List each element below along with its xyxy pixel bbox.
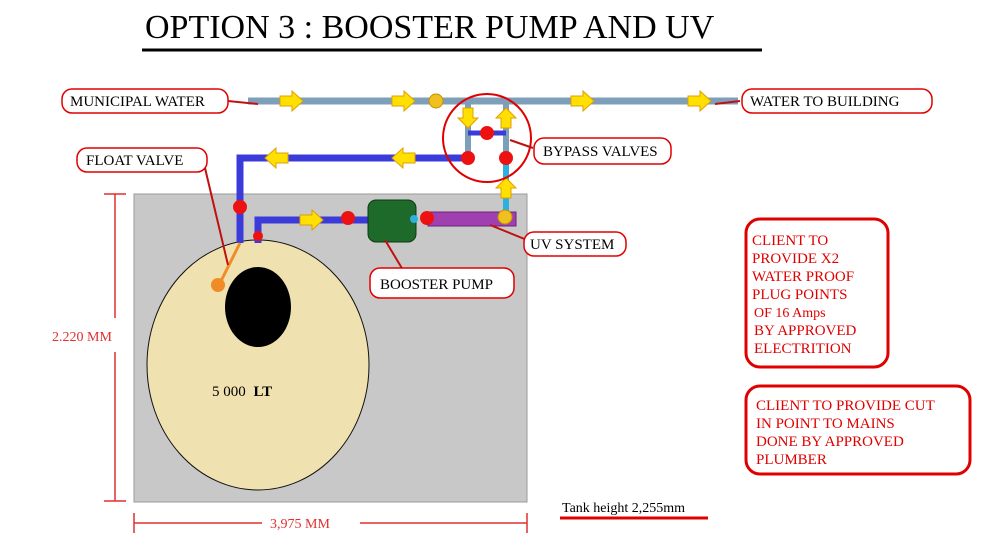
leader-lines — [204, 100, 741, 271]
flow-arrow-icon — [494, 177, 518, 199]
tank-manhole — [225, 267, 291, 347]
leader-line — [227, 100, 259, 105]
leader-line — [204, 167, 229, 266]
callout-booster-pump: BOOSTER PUMP — [369, 267, 515, 299]
note-plug-points: CLIENT TO PROVIDE X2 WATER PROOF PLUG PO… — [744, 217, 890, 369]
callout-box — [369, 267, 515, 299]
note-line: PLUG POINTS — [752, 287, 847, 303]
inlet-valve-icon — [428, 93, 444, 109]
tank-capacity-label: 5 000 LT — [212, 384, 272, 400]
float-valve-label: FLOAT VALVE — [86, 153, 183, 169]
water-to-building-label: WATER TO BUILDING — [750, 94, 900, 110]
valves — [211, 93, 513, 292]
bypass-valve-icon — [461, 151, 475, 165]
tank-height-label: Tank height 2,255mm — [562, 501, 685, 516]
callout-water-to-building: WATER TO BUILDING — [741, 88, 933, 114]
page-title: OPTION 3 : BOOSTER PUMP AND UV — [145, 9, 715, 46]
note-box — [744, 384, 972, 476]
leader-line — [714, 100, 741, 105]
height-dimension — [104, 193, 126, 502]
pump-outlet-valve-icon — [420, 211, 434, 225]
booster-pump-label: BOOSTER PUMP — [380, 277, 493, 293]
note-line: WATER PROOF — [752, 269, 854, 285]
leader-line — [489, 224, 528, 241]
flow-arrow-icon — [299, 208, 324, 232]
flow-arrow-icon — [687, 89, 712, 113]
note-line: PROVIDE X2 — [752, 251, 839, 267]
uv-outlet-valve-icon — [497, 209, 513, 225]
callout-uv-system: UV SYSTEM — [523, 231, 627, 257]
leader-line — [509, 139, 534, 149]
callout-bypass-valves: BYPASS VALVES — [533, 137, 672, 165]
tank-inlet-valve-icon — [233, 200, 247, 214]
leader-line — [384, 239, 404, 271]
note-line: PLUMBER — [756, 452, 827, 468]
note-line: OF 16 Amps — [754, 306, 826, 321]
callout-box — [61, 88, 229, 114]
flow-arrows — [264, 89, 712, 232]
bypass-valves-label: BYPASS VALVES — [543, 144, 658, 160]
flow-arrow-icon — [494, 107, 518, 129]
note-line: ELECTRITION — [754, 341, 852, 357]
booster-pump-unit — [367, 199, 417, 243]
flow-arrow-icon — [391, 146, 416, 170]
bypass-valve-icon — [499, 151, 513, 165]
callout-box — [523, 231, 627, 257]
callout-box — [533, 137, 672, 165]
height-dimension-label: 2.220 MM — [52, 330, 112, 345]
width-dimension-label: 3,975 MM — [270, 517, 330, 532]
note-line: CLIENT TO — [752, 233, 828, 249]
callout-float-valve: FLOAT VALVE — [76, 147, 208, 173]
uv-inlet-fitting-icon — [410, 215, 418, 223]
bypass-highlight-ring — [442, 93, 532, 183]
note-mains: CLIENT TO PROVIDE CUT IN POINT TO MAINS … — [744, 384, 972, 476]
note-line: CLIENT TO PROVIDE CUT — [756, 398, 935, 414]
pump-inlet-valve-icon — [341, 211, 355, 225]
bypass-valve-icon — [480, 126, 494, 140]
flow-arrow-icon — [456, 107, 480, 129]
flow-arrow-icon — [391, 89, 416, 113]
callout-box — [76, 147, 208, 173]
callout-box — [741, 88, 933, 114]
municipal-water-label: MUNICIPAL WATER — [70, 94, 205, 110]
flow-arrow-icon — [279, 89, 304, 113]
uv-system-label: UV SYSTEM — [530, 237, 614, 253]
note-line: BY APPROVED — [754, 323, 857, 339]
note-line: IN POINT TO MAINS — [756, 416, 895, 432]
callout-municipal-water: MUNICIPAL WATER — [61, 88, 229, 114]
suction-valve-icon — [253, 231, 263, 241]
note-box — [744, 217, 890, 369]
width-dimension — [133, 513, 528, 533]
note-line: DONE BY APPROVED — [756, 434, 904, 450]
float-arm — [218, 242, 242, 284]
flow-arrow-icon — [570, 89, 595, 113]
flow-arrow-icon — [264, 146, 289, 170]
